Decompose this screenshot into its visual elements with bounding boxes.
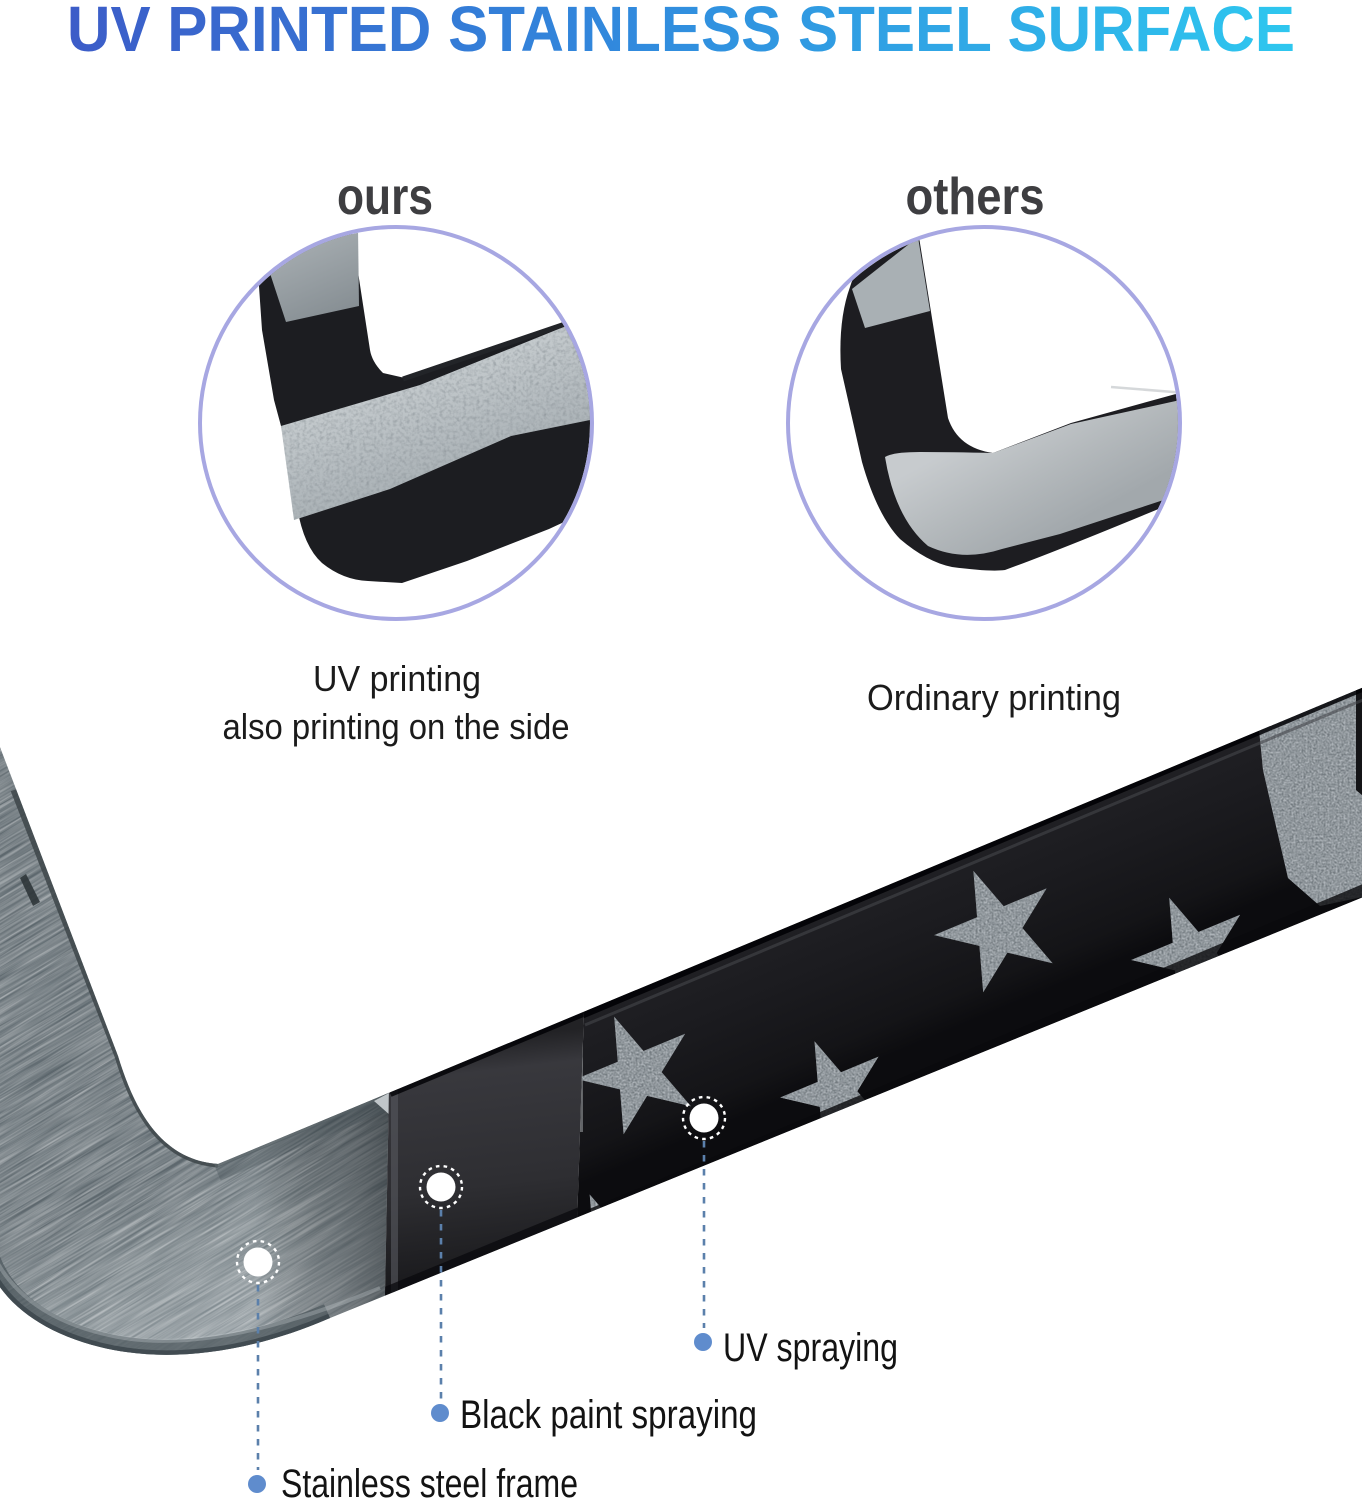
svg-text:Stainless steel frame: Stainless steel frame (281, 1462, 578, 1500)
svg-text:also printing on the side: also printing on the side (223, 706, 570, 747)
svg-text:Black paint spraying: Black paint spraying (460, 1393, 757, 1437)
svg-text:UV spraying: UV spraying (723, 1326, 898, 1370)
svg-text:UV printing: UV printing (313, 658, 481, 699)
svg-text:others: others (906, 168, 1045, 226)
svg-text:UV PRINTED STAINLESS STEEL SUR: UV PRINTED STAINLESS STEEL SURFACE (67, 0, 1295, 65)
svg-text:ours: ours (337, 168, 433, 226)
svg-text:Ordinary printing: Ordinary printing (867, 677, 1121, 718)
